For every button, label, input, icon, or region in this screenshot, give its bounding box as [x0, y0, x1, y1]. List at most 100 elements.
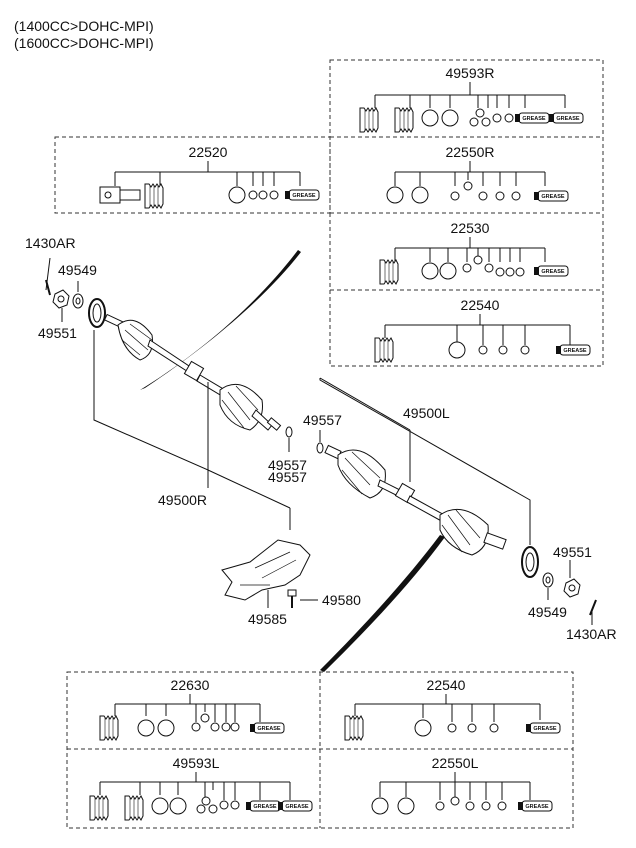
clip-icon [492, 113, 502, 123]
label-49549-right: 49549 [528, 604, 567, 620]
svg-text:GREASE: GREASE [253, 804, 277, 810]
boot-icon [124, 795, 144, 821]
bolt-icon [287, 589, 297, 608]
ring-icon [371, 797, 389, 815]
label-49549-left: 49549 [58, 262, 97, 278]
clip-icon [520, 345, 530, 355]
kit-label: 22530 [451, 220, 490, 236]
clip-icon [475, 108, 485, 118]
clip-icon [469, 117, 479, 127]
svg-text:GREASE: GREASE [522, 116, 546, 122]
ring-icon [397, 797, 415, 815]
clip-icon [498, 345, 508, 355]
label-49500r: 49500R [158, 492, 207, 508]
tone-ring-right-icon [521, 546, 539, 578]
clip-icon [435, 801, 445, 811]
grease-pack-icon: GREASE [533, 190, 569, 202]
clip-icon [481, 117, 491, 127]
boot-icon [344, 715, 364, 741]
clip-icon [219, 800, 229, 810]
clip-icon [478, 191, 488, 201]
clip-icon [201, 796, 211, 806]
clip-icon [210, 722, 220, 732]
label-49500l: 49500L [403, 405, 450, 421]
label-49557-c: 49557 [268, 469, 307, 485]
ring-icon [151, 797, 169, 815]
tone-ring-left-icon [88, 298, 106, 328]
kit-label: 22540 [427, 677, 466, 693]
clip-icon [221, 722, 231, 732]
label-1430ar-left: 1430AR [25, 235, 76, 251]
ring-icon [441, 109, 459, 127]
kit-22520: 22520 GREASE [99, 144, 320, 209]
kit-label: 22550R [445, 144, 494, 160]
boot-icon [144, 183, 164, 209]
clip-icon [481, 801, 491, 811]
clip-icon [484, 263, 494, 273]
clip-icon [463, 181, 473, 191]
clip-icon [478, 345, 488, 355]
clip-icon [473, 255, 483, 265]
clip-icon [447, 723, 457, 733]
clip-icon [196, 804, 206, 814]
kit-22550r: 22550R GREASE [386, 144, 569, 204]
grease-pack-icon: GREASE [525, 722, 561, 734]
svg-text:GREASE: GREASE [285, 804, 309, 810]
label-49551-left: 49551 [38, 325, 77, 341]
label-49557-b: 49557 [303, 412, 342, 428]
ring-icon [157, 719, 175, 737]
nut-right-icon [563, 578, 581, 598]
clip-icon [504, 113, 514, 123]
clip-icon [450, 796, 460, 806]
cotter-pin-left-icon [45, 257, 51, 296]
grease-pack-icon: GREASE [555, 344, 591, 356]
engine-spec-line-1: (1400CC>DOHC-MPI) [14, 18, 154, 34]
clip-icon [497, 801, 507, 811]
grease-pack-icon: GREASE [514, 112, 550, 124]
ring-icon [414, 719, 432, 737]
ring-icon [169, 797, 187, 815]
svg-text:GREASE: GREASE [563, 348, 587, 354]
boot-icon [379, 259, 399, 285]
engine-spec-line-2: (1600CC>DOHC-MPI) [14, 35, 154, 51]
label-49585: 49585 [248, 611, 287, 627]
boot-icon [89, 795, 109, 821]
driveshaft-left-icon [324, 444, 507, 556]
boot-icon [374, 337, 394, 363]
boot-icon [99, 715, 119, 741]
kit-22540-top: 22540 GREASE [374, 297, 591, 363]
circlip-right-icon [285, 426, 293, 438]
svg-text:GREASE: GREASE [533, 726, 557, 732]
ring-icon [421, 262, 439, 280]
clip-icon [450, 191, 460, 201]
kit-22550l: 22550L GREASE [371, 755, 553, 815]
kit-22630: 22630 GREASE [99, 677, 285, 741]
svg-text:GREASE: GREASE [541, 194, 565, 200]
kit-49593l: 49593L GREASE GREASE [89, 755, 313, 821]
kit-label: 22540 [461, 297, 500, 313]
clip-icon [467, 723, 477, 733]
clip-icon [208, 804, 218, 814]
nut-left-icon [52, 289, 70, 309]
grease-pack-icon: GREASE [249, 722, 285, 734]
clip-icon [248, 190, 258, 200]
ring-icon [439, 262, 457, 280]
clip-icon [258, 190, 268, 200]
washer-left-icon [72, 293, 84, 309]
sweep-arc-lower [320, 535, 445, 672]
kit-label: 49593L [173, 755, 220, 771]
kit-label: 22550L [432, 755, 479, 771]
grease-pack-icon: GREASE [277, 800, 313, 812]
ring-icon [411, 186, 429, 204]
grease-pack-icon: GREASE [533, 265, 569, 277]
clip-icon [511, 191, 521, 201]
svg-text:GREASE: GREASE [292, 193, 316, 199]
svg-text:GREASE: GREASE [541, 269, 565, 275]
ring-icon [386, 186, 404, 204]
clip-icon [269, 190, 279, 200]
clip-icon [230, 800, 240, 810]
ring-icon [137, 719, 155, 737]
svg-text:GREASE: GREASE [257, 726, 281, 732]
svg-text:GREASE: GREASE [525, 804, 549, 810]
